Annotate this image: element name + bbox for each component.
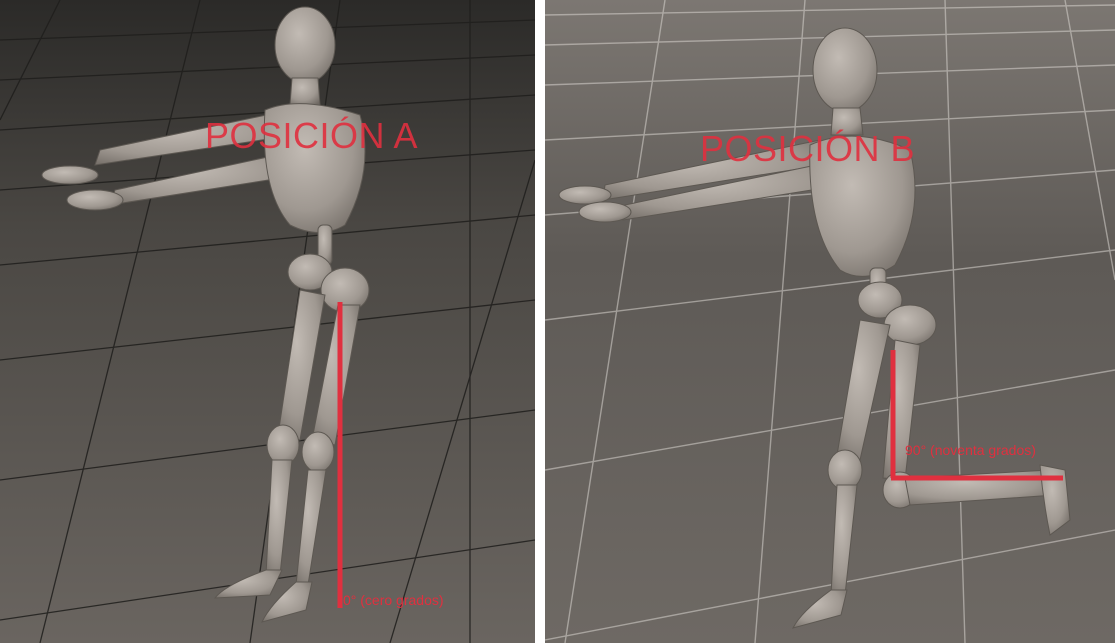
scene-b-illustration [545, 0, 1115, 643]
position-b-label: POSICIÓN B [700, 128, 915, 170]
angle-b-label: 90° (noventa grados) [905, 442, 1036, 458]
scene-a-illustration [0, 0, 535, 643]
position-a-label: POSICIÓN A [205, 115, 418, 157]
photo-panel-position-b: POSICIÓN B 90° (noventa grados) [545, 0, 1115, 643]
angle-a-label: 0° (cero grados) [343, 592, 444, 608]
photo-panel-position-a: POSICIÓN A 0° (cero grados) [0, 0, 535, 643]
